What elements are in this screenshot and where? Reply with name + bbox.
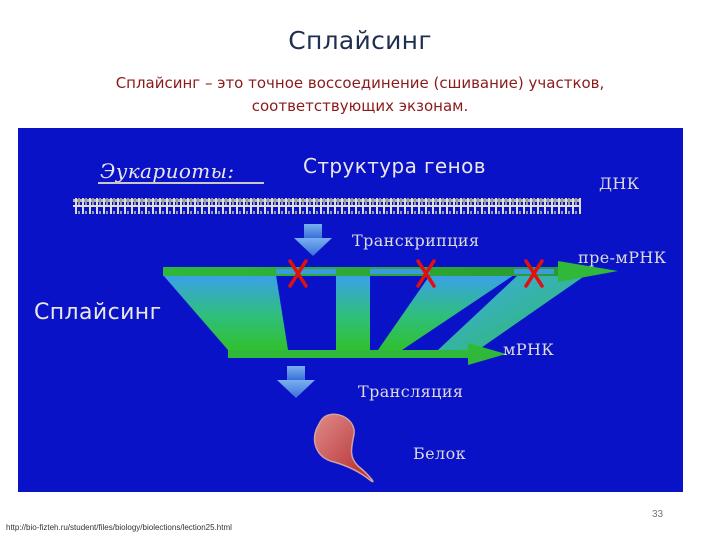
slide-subtitle: Сплайсинг – это точное воссоединение (сш…: [115, 74, 605, 115]
transcription-label: Транскрипция: [352, 231, 480, 250]
pre-mrna-label: пре-мРНК: [578, 248, 667, 267]
protein-label: Белок: [413, 444, 467, 463]
mrna-label: мРНК: [503, 340, 555, 359]
dna-strand: [73, 198, 581, 214]
page-number: 33: [652, 509, 664, 520]
eukaryotes-label: Эукариоты:: [100, 159, 235, 183]
dna-label: ДНК: [599, 174, 640, 193]
gene-structure-label: Структура генов: [303, 154, 486, 178]
translation-label: Трансляция: [358, 382, 464, 401]
diagram-graphics: [73, 198, 618, 483]
eukaryotes-underline: [98, 182, 264, 184]
splicing-diagram: Эукариоты: Структура генов ДНК Транскрип…: [18, 128, 683, 492]
protein-shape: [313, 413, 374, 483]
splicing-fan: [163, 275, 586, 350]
splicing-label: Сплайсинг: [34, 300, 162, 325]
mrna-strand: [228, 343, 506, 365]
slide-title: Сплайсинг: [288, 26, 432, 55]
transcription-arrow: [294, 224, 332, 256]
translation-arrow: [277, 366, 315, 398]
intron-cut-marks: [288, 259, 544, 288]
source-link[interactable]: http://bio-fizteh.ru/student/files/biolo…: [6, 523, 232, 532]
